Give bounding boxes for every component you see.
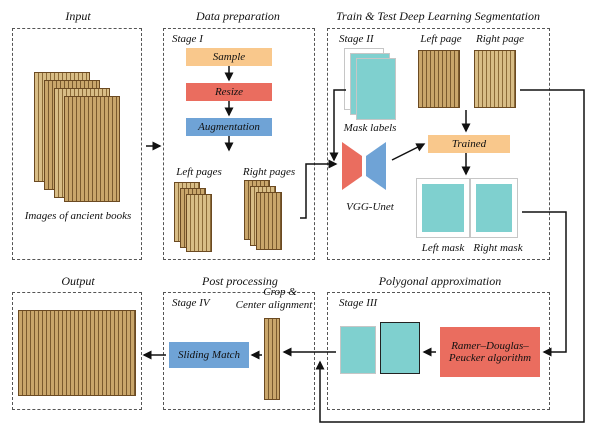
vgg-unet-icon xyxy=(342,142,386,190)
right-pages-stack-front xyxy=(256,192,282,250)
stage-2-label: Stage II xyxy=(339,33,374,45)
rdp-line-1: Ramer–Douglas– xyxy=(451,340,529,352)
cropped-strip xyxy=(264,318,280,400)
approx-right-mask xyxy=(380,322,420,374)
left-mask-label: Left mask xyxy=(421,242,465,254)
input-box xyxy=(12,28,142,260)
crop-label-line-1: Crop & xyxy=(263,286,297,298)
vgg-unet-label: VGG-Unet xyxy=(346,201,394,213)
train-test-title: Train & Test Deep Learning Segmentation xyxy=(336,9,540,23)
left-page-label: Left page xyxy=(420,33,462,45)
input-title: Input xyxy=(65,9,91,23)
sliding-match-step: Sliding Match xyxy=(169,342,249,368)
stage-4-label: Stage IV xyxy=(172,297,210,309)
output-box xyxy=(12,292,142,410)
trained-step: Trained xyxy=(428,135,510,153)
sample-step: Sample xyxy=(186,48,272,66)
approx-left-mask xyxy=(340,326,376,374)
mask-labels-label: Mask labels xyxy=(343,122,397,134)
data-prep-title: Data preparation xyxy=(196,9,280,23)
resize-step: Resize xyxy=(186,83,272,101)
left-pages-label: Left pages xyxy=(176,166,222,178)
output-image xyxy=(18,310,136,396)
test-left-page xyxy=(418,50,460,108)
right-mask-fill xyxy=(476,184,512,232)
polygonal-title: Polygonal approximation xyxy=(378,274,502,288)
stage-3-label: Stage III xyxy=(339,297,378,309)
book-image-front xyxy=(64,96,120,202)
left-mask-fill xyxy=(422,184,464,232)
data-prep-box xyxy=(163,28,315,260)
output-title: Output xyxy=(61,274,95,288)
crop-label-line-2: Center alignment xyxy=(235,299,313,311)
right-pages-label: Right pages xyxy=(242,166,296,178)
right-mask-label: Right mask xyxy=(473,242,523,254)
input-caption: Images of ancient books xyxy=(24,210,132,222)
stage-1-label: Stage I xyxy=(172,33,203,45)
mask-label-front xyxy=(356,58,396,120)
right-page-label: Right page xyxy=(476,33,524,45)
rdp-algorithm-step: Ramer–Douglas– Peucker algorithm xyxy=(440,327,540,377)
rdp-line-2: Peucker algorithm xyxy=(448,352,532,364)
augmentation-step: Augmentation xyxy=(186,118,272,136)
left-pages-stack-front xyxy=(186,194,212,252)
post-processing-title: Post processing xyxy=(202,274,278,288)
test-right-page xyxy=(474,50,516,108)
post-processing-box xyxy=(163,292,315,410)
